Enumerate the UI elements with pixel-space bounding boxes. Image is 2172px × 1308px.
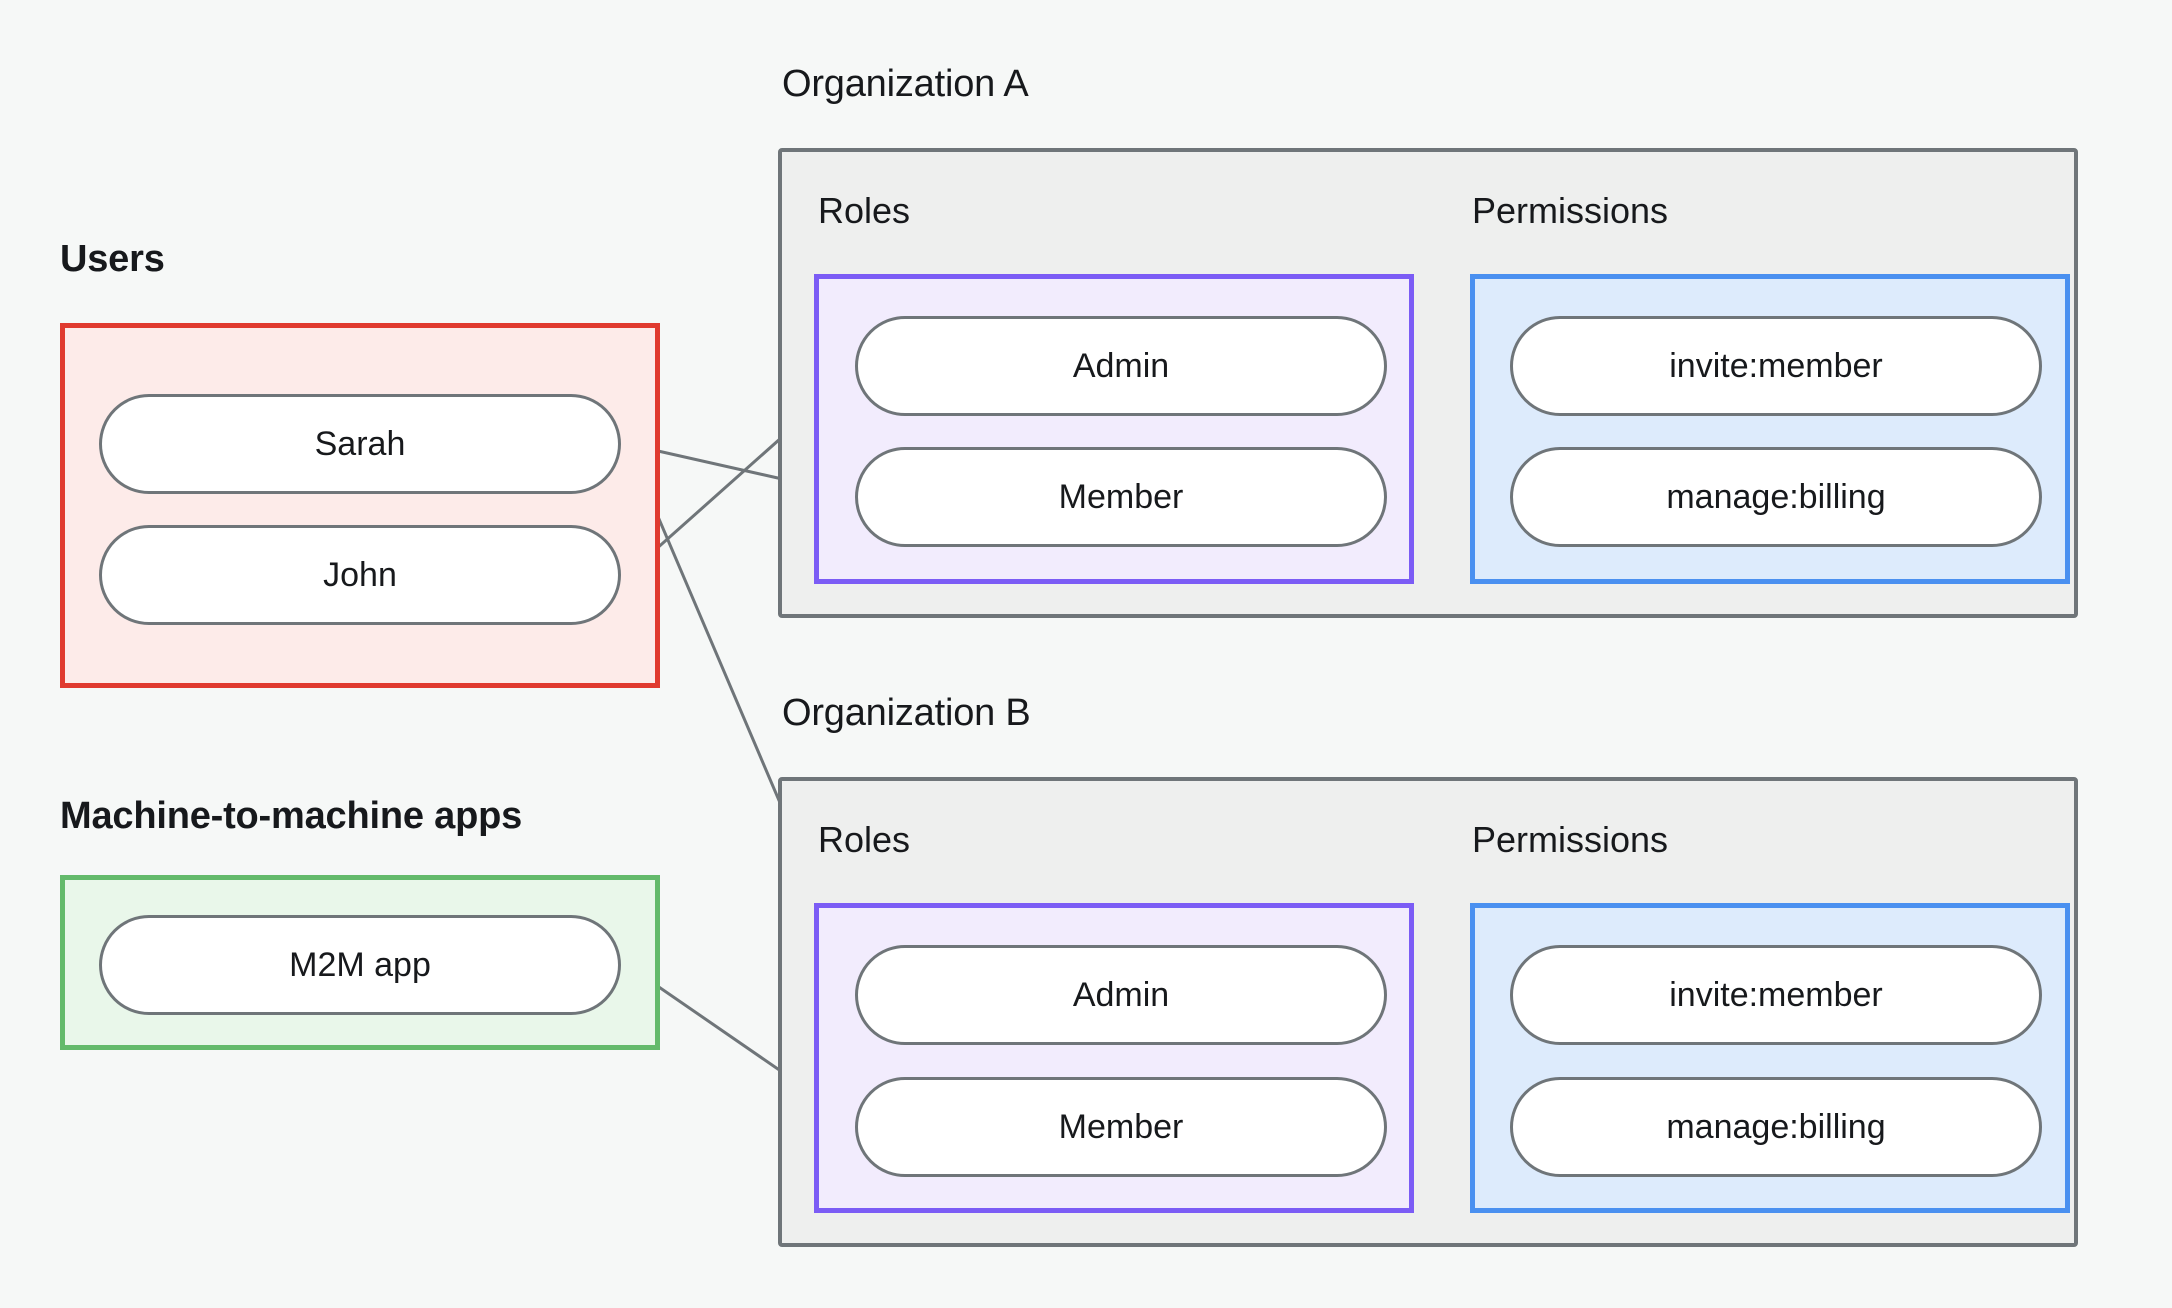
org-a-role-admin[interactable]: Admin — [855, 316, 1387, 416]
org-b-role-member[interactable]: Member — [855, 1077, 1387, 1177]
user-node-sarah[interactable]: Sarah — [99, 394, 621, 494]
org-a-roles-caption: Roles — [818, 190, 911, 231]
org-b-caption: Organization B — [782, 692, 1031, 734]
org-b-roles-caption: Roles — [818, 819, 911, 860]
org-a-caption: Organization A — [782, 63, 1029, 105]
user-node-john[interactable]: John — [99, 525, 621, 625]
org-b-permissions-caption: Permissions — [1472, 819, 1669, 860]
m2m-node-app[interactable]: M2M app — [99, 915, 621, 1015]
org-b-permission-invite-member[interactable]: invite:member — [1510, 945, 2042, 1045]
org-a-permission-invite-member[interactable]: invite:member — [1510, 316, 2042, 416]
org-b-permission-manage-billing[interactable]: manage:billing — [1510, 1077, 2042, 1177]
org-a-permissions-caption: Permissions — [1472, 190, 1669, 231]
users-group-box — [60, 323, 660, 688]
org-a-permission-manage-billing[interactable]: manage:billing — [1510, 447, 2042, 547]
org-a-role-member[interactable]: Member — [855, 447, 1387, 547]
m2m-caption: Machine-to-machine apps — [60, 795, 523, 837]
org-b-role-admin[interactable]: Admin — [855, 945, 1387, 1045]
users-caption: Users — [60, 238, 165, 280]
